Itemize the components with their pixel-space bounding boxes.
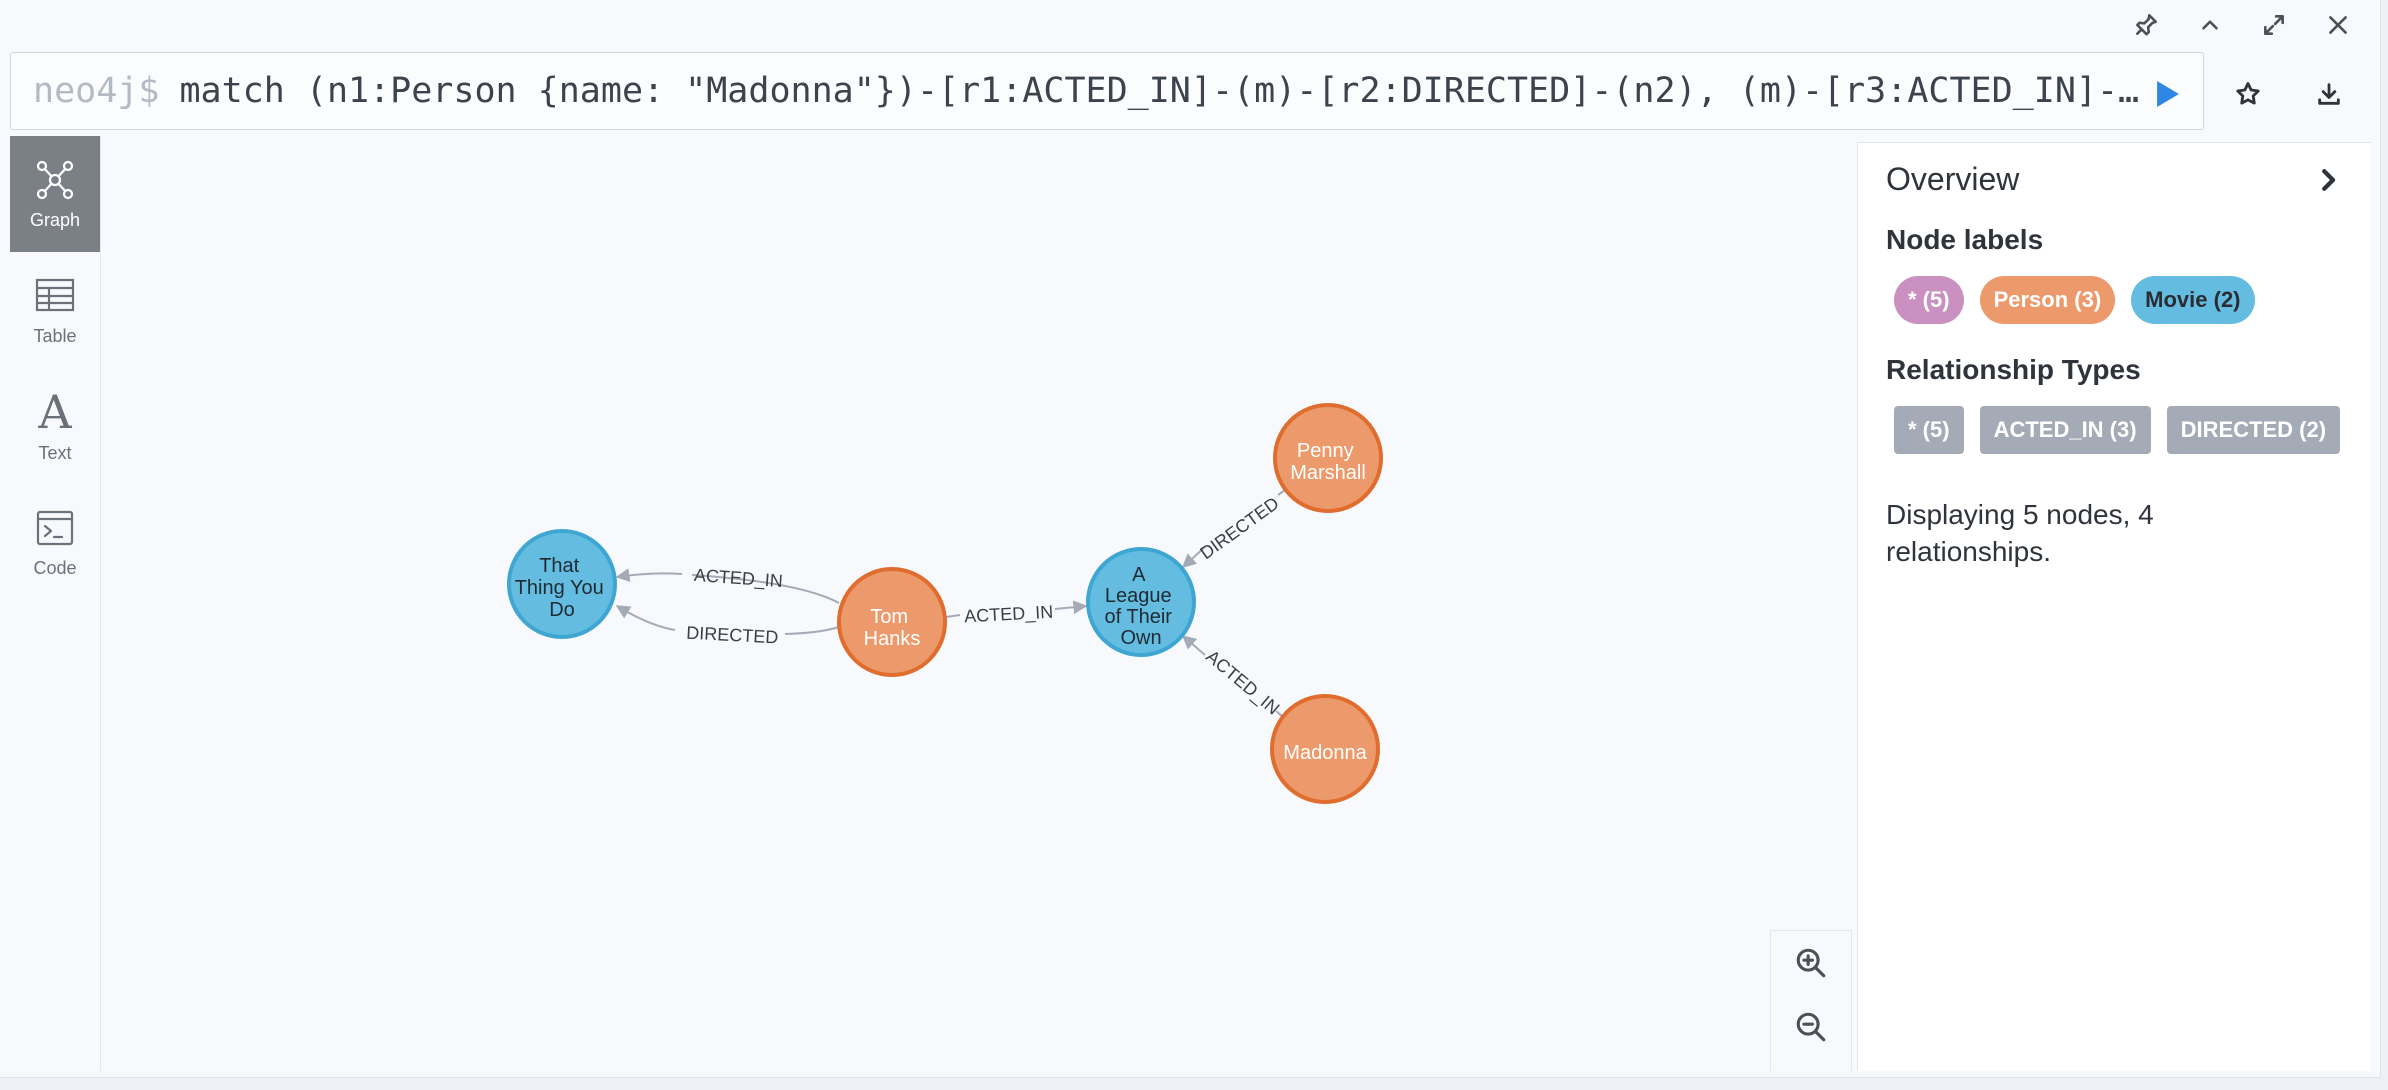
window-controls	[2124, 10, 2360, 40]
relationship-types-heading: Relationship Types	[1886, 354, 2141, 385]
node-line: That	[539, 555, 579, 577]
table-icon	[35, 278, 75, 311]
edge-tom-thing-directed[interactable]	[784, 626, 840, 635]
zoom-out-icon	[1796, 1012, 1826, 1042]
zoom-controls	[1770, 930, 1852, 1071]
node-line: Hanks	[864, 628, 921, 650]
nav-text[interactable]: A Text	[10, 368, 100, 484]
relationship-type-pill[interactable]: DIRECTED (2)	[2166, 406, 2341, 454]
relationship-types-list: * (5) ACTED_IN (3) DIRECTED (2)	[1894, 406, 2343, 454]
code-icon	[36, 510, 74, 545]
text-icon: A	[38, 384, 72, 439]
edge-label: ACTED_IN	[693, 565, 783, 592]
run-query-button[interactable]	[2150, 76, 2186, 112]
node-line: Penny	[1297, 440, 1354, 462]
chevron-right-icon	[2322, 169, 2336, 191]
edge-tom-league-acted-head	[1054, 600, 1088, 615]
chevron-up-icon	[2202, 20, 2218, 30]
node-line: Marshall	[1290, 462, 1366, 484]
node-line: Do	[549, 599, 575, 621]
node-line: League	[1105, 585, 1172, 607]
svg-text:Madonna: Madonna	[1283, 742, 1367, 764]
zoom-in-icon	[1796, 948, 1826, 978]
nav-graph[interactable]: Graph	[10, 136, 100, 252]
node-a-league-of-their-own[interactable]: A League of Their Own	[1086, 547, 1196, 657]
edge-penny-league[interactable]	[1277, 489, 1286, 496]
node-line: Tom	[870, 606, 908, 628]
close-button[interactable]	[2316, 10, 2360, 40]
edge-label: ACTED_IN	[964, 602, 1054, 628]
node-label-pill[interactable]: Person (3)	[1979, 276, 2116, 324]
node-label-pill[interactable]: Movie (2)	[2131, 276, 2255, 324]
edge-penny-league-head	[1181, 546, 1206, 568]
svg-text:Penny Marshall: Penny Marshall	[1290, 440, 1366, 484]
graph-icon	[36, 160, 74, 199]
graph-canvas[interactable]: ACTED_IN DIRECTED ACTED_IN DIRECTED ACTE…	[101, 136, 1857, 1071]
node-labels-list: * (5) Person (3) Movie (2)	[1894, 276, 2343, 324]
edge-label: DIRECTED	[1196, 493, 1282, 563]
svg-text:That Thing You: That Thing You Do	[515, 555, 610, 621]
node-penny-marshall[interactable]: Penny Marshall	[1273, 403, 1383, 513]
star-icon	[2236, 82, 2260, 105]
nav-graph-label: Graph	[29, 209, 81, 230]
svg-text:Tom Hanks: Tom Hanks	[864, 606, 921, 650]
node-line: Own	[1120, 627, 1161, 649]
edge-tom-thing-acted-head	[615, 568, 683, 583]
result-view-nav: Graph Table A Text	[10, 136, 101, 1071]
nav-text-label: Text	[38, 442, 72, 463]
edge-madonna-league-head	[1181, 635, 1206, 656]
expand-icon	[2264, 15, 2284, 35]
edge-tom-league-acted[interactable]	[945, 614, 961, 618]
overview-panel: Overview Node labels * (5) Person (3) Movi…	[1857, 142, 2371, 1071]
zoom-in-button[interactable]	[1771, 931, 1851, 995]
node-label-pill[interactable]: * (5)	[1894, 276, 1964, 324]
collapse-up-button[interactable]	[2188, 10, 2232, 40]
edge-tom-thing-acted[interactable]	[691, 574, 840, 604]
node-tom-hanks[interactable]: Tom Hanks	[837, 567, 947, 677]
query-text[interactable]: match (n1:Person {name: "Madonna"})-[r1:…	[179, 71, 2150, 111]
node-line: Madonna	[1283, 742, 1367, 764]
download-button[interactable]	[2307, 72, 2351, 116]
pin-icon	[2136, 13, 2158, 36]
edge-label: ACTED_IN	[1202, 646, 1284, 719]
summary-text: Displaying 5 nodes, 4 relationships.	[1886, 499, 2154, 567]
relationship-type-pill[interactable]: * (5)	[1894, 406, 1964, 454]
edge-label: DIRECTED	[686, 623, 779, 648]
query-editor[interactable]: neo4j$ match (n1:Person {name: "Madonna"…	[10, 52, 2204, 130]
node-madonna[interactable]: Madonna	[1270, 694, 1380, 804]
nav-table[interactable]: Table	[10, 252, 100, 368]
nav-table-label: Table	[33, 325, 77, 346]
pin-button[interactable]	[2124, 10, 2168, 40]
svg-text:A League: A League of Their Own	[1104, 564, 1177, 649]
collapse-overview-button[interactable]	[2313, 165, 2343, 195]
node-line: A	[1132, 564, 1146, 586]
edge-tom-thing-directed-head	[615, 605, 676, 631]
download-icon	[2318, 83, 2340, 105]
play-icon	[2157, 81, 2179, 107]
node-line: of Their	[1104, 606, 1172, 628]
close-icon	[2329, 16, 2347, 34]
node-that-thing-you-do[interactable]: That Thing You Do	[507, 529, 617, 639]
editor-prompt: neo4j$	[33, 71, 160, 111]
node-line: Thing You	[515, 577, 604, 599]
nav-code[interactable]: Code	[10, 484, 100, 600]
nav-code-label: Code	[33, 557, 77, 578]
overview-title: Overview	[1886, 161, 2020, 197]
node-labels-heading: Node labels	[1886, 224, 2044, 255]
favorite-button[interactable]	[2226, 72, 2270, 116]
fullscreen-button[interactable]	[2252, 10, 2296, 40]
relationship-type-pill[interactable]: ACTED_IN (3)	[1979, 406, 2151, 454]
zoom-out-button[interactable]	[1771, 995, 1851, 1059]
